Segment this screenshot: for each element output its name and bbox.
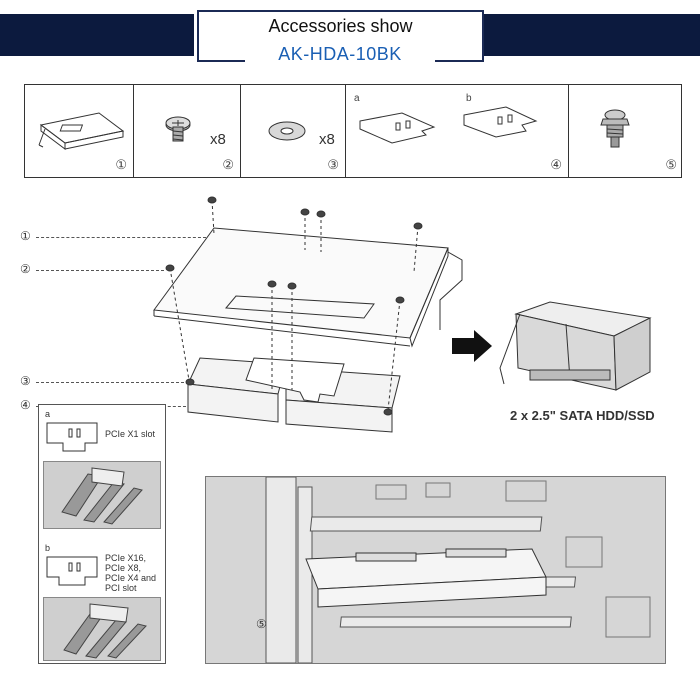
slot-a-illustration	[43, 461, 161, 529]
screw-icon	[165, 116, 191, 142]
model-label-bg: AK-HDA-10BK	[245, 42, 435, 66]
accessory-cell-2: x8 ②	[134, 85, 241, 177]
accessory-number-2: ②	[222, 157, 234, 172]
slot-b-illustration	[43, 597, 161, 661]
inset-label-a: a	[45, 409, 51, 419]
accessory-qty-3: x8	[319, 131, 335, 148]
callout-leader-3	[36, 382, 184, 383]
washer-icon	[268, 121, 306, 141]
standoff-screw-icon	[600, 109, 630, 148]
exploded-assembly-diagram	[153, 196, 652, 433]
callout-3: ③	[20, 374, 31, 388]
callout-leader-2	[36, 270, 164, 271]
page-title: Accessories show	[268, 16, 413, 36]
accessories-strip: ① x8 ② x8 ③ a b	[24, 84, 682, 178]
accessory-sublabel-a: a	[354, 93, 360, 104]
accessory-sublabel-b: b	[466, 93, 472, 104]
plate-a-icon	[46, 422, 98, 452]
photo-callout-5: ⑤	[256, 617, 267, 631]
accessory-number-4: ④	[550, 157, 562, 172]
adapter-card-icon	[38, 112, 125, 150]
inset-text-b-2: PCIe X8,	[105, 563, 142, 573]
hdd-ssd-caption: 2 x 2.5" SATA HDD/SSD	[510, 408, 655, 423]
header-band-left	[0, 14, 194, 56]
bracket-plates-icon	[359, 106, 538, 144]
accessory-number-3: ③	[327, 157, 339, 172]
inset-text-b-4: PCI slot	[105, 583, 137, 593]
accessory-cell-3: x8 ③	[241, 85, 346, 177]
model-label: AK-HDA-10BK	[278, 44, 402, 64]
accessory-cell-5: ⑤	[569, 85, 683, 177]
callout-leader-1	[36, 237, 206, 238]
callout-4: ④	[20, 398, 31, 412]
inset-text-b-3: PCIe X4 and	[105, 573, 157, 583]
header-band-right	[484, 14, 700, 56]
installation-illustration: ⑤	[205, 476, 666, 664]
accessory-cell-1: ①	[25, 85, 134, 177]
accessory-qty-2: x8	[210, 131, 226, 148]
plate-b-icon	[46, 556, 98, 586]
slot-instructions-inset: a PCIe X1 slot b PCIe X16, PCIe X8, PCIe…	[38, 404, 166, 664]
accessory-cell-4: a b ④	[346, 85, 569, 177]
callout-1: ①	[20, 229, 31, 243]
accessory-number-1: ①	[115, 157, 127, 172]
inset-text-a: PCIe X1 slot	[105, 429, 156, 439]
inset-text-b-1: PCIe X16,	[105, 553, 147, 563]
inset-label-b: b	[45, 543, 51, 553]
callout-2: ②	[20, 262, 31, 276]
accessory-number-5: ⑤	[665, 157, 677, 172]
